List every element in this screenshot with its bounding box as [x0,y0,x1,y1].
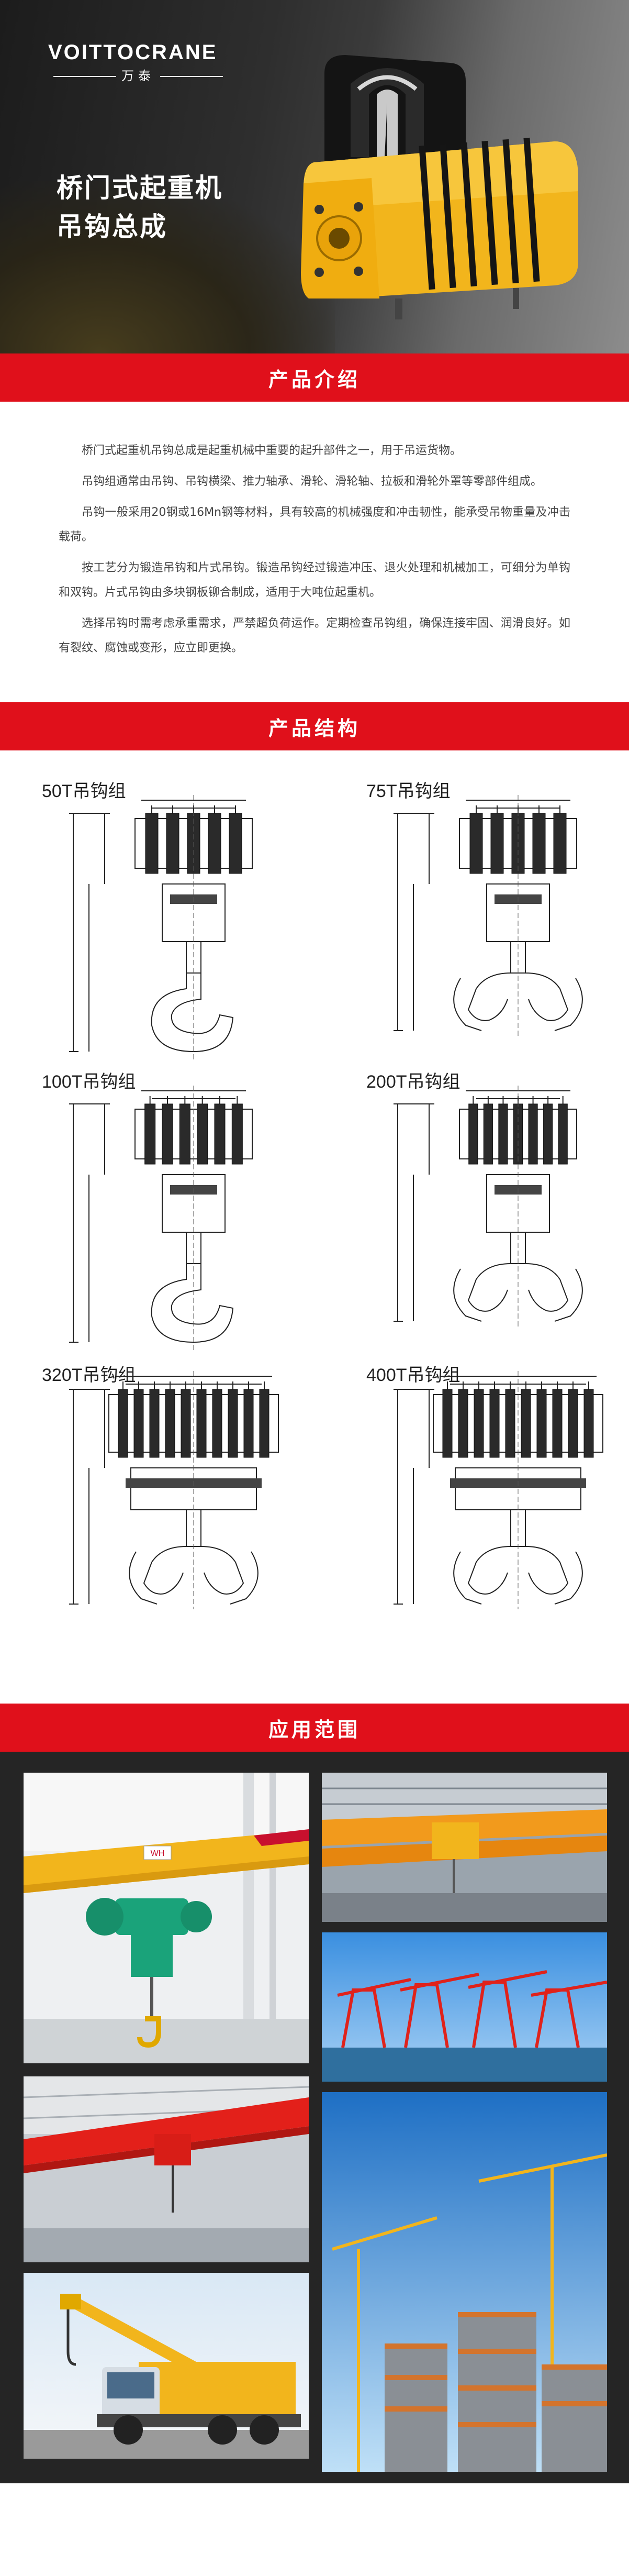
section-bar-intro: 产品介绍 [0,353,629,402]
hook-diagram-200t: 200T吊钩组 [366,1067,629,1361]
diagram-label: 400T吊钩组 [366,1365,460,1385]
hero-title-line1: 桥门式起重机 [57,173,223,203]
hero-title: 桥门式起重机 吊钩总成 [57,169,223,246]
brand-logo: VOITTOCRANE 万泰 [48,41,228,84]
section-title-intro: 产品介绍 [268,368,361,391]
intro-paragraph: 吊钩一般采用20钢或16Mn钢等材料，具有较高的机械强度和冲击韧性，能承受吊物重… [59,506,570,544]
diagram-label: 75T吊钩组 [366,781,451,801]
photo-single-girder-crane: WH [24,1773,309,2063]
logo-subtitle: 万泰 [121,69,155,83]
hook-diagram-100t: 100T吊钩组 [42,1067,335,1361]
section-bar-application: 应用范围 [0,1704,629,1752]
intro-paragraph: 桥门式起重机吊钩总成是起重机械中重要的起升部件之一，用于吊运货物。 [82,444,462,457]
intro-section: 桥门式起重机吊钩总成是起重机械中重要的起升部件之一，用于吊运货物。 吊钩组通常由… [0,402,629,702]
section-bar-structure: 产品结构 [0,702,629,750]
hero-title-line2: 吊钩总成 [57,212,167,242]
photo-truck-crane [24,2273,309,2459]
section-title-application: 应用范围 [268,1718,361,1741]
diagram-label: 320T吊钩组 [42,1365,136,1385]
hook-drawing-single [69,795,253,1062]
application-gallery: WH [0,1752,629,2483]
hero-floor-shadow [0,181,335,353]
diagram-label: 50T吊钩组 [42,781,126,801]
hook-diagram-320t: 320T吊钩组 [42,1361,335,1654]
hook-drawing-double [69,1371,279,1609]
intro-paragraph: 选择吊钩时需考虑承重需求，严禁超负荷运作。定期检查吊钩组，确保连接牢固、润滑良好… [59,617,570,655]
photo-tower-crane-construction [322,2092,607,2472]
hook-block-illustration [301,55,578,319]
diagram-label: 100T吊钩组 [42,1072,136,1092]
diagram-label: 200T吊钩组 [366,1072,460,1092]
hook-diagram-75t: 75T吊钩组 [366,777,629,1070]
logo-text: VOITTOCRANE [48,41,218,64]
intro-paragraph: 吊钩组通常由吊钩、吊钩横梁、推力轴承、滑轮、滑轮轴、拉板和滑轮外罩等零部件组成。 [82,475,543,488]
hook-diagram-400t: 400T吊钩组 [366,1361,629,1654]
hoist-badge: WH [151,1849,165,1858]
photo-red-overhead-crane [24,2076,309,2262]
hook-drawing-double [394,1086,583,1326]
photo-double-girder-crane [322,1773,607,1922]
hero-banner: VOITTOCRANE 万泰 桥门式起重机 吊钩总成 [0,0,629,353]
hook-diagram-50t: 50T吊钩组 [42,777,335,1070]
section-title-structure: 产品结构 [268,716,361,740]
hook-drawing-double [394,1371,603,1609]
hook-drawing-double [394,795,583,1036]
structure-section: 50T吊钩组 75T吊钩组 100T吊钩组 200T吊钩组 320T吊钩组 40… [0,750,629,1704]
intro-paragraph: 按工艺分为锻造吊钩和片式吊钩。锻造吊钩经过锻造冲压、退火处理和机械加工，可细分为… [59,561,570,599]
photo-port-cranes [322,1932,607,2082]
hook-drawing-single [69,1086,253,1353]
